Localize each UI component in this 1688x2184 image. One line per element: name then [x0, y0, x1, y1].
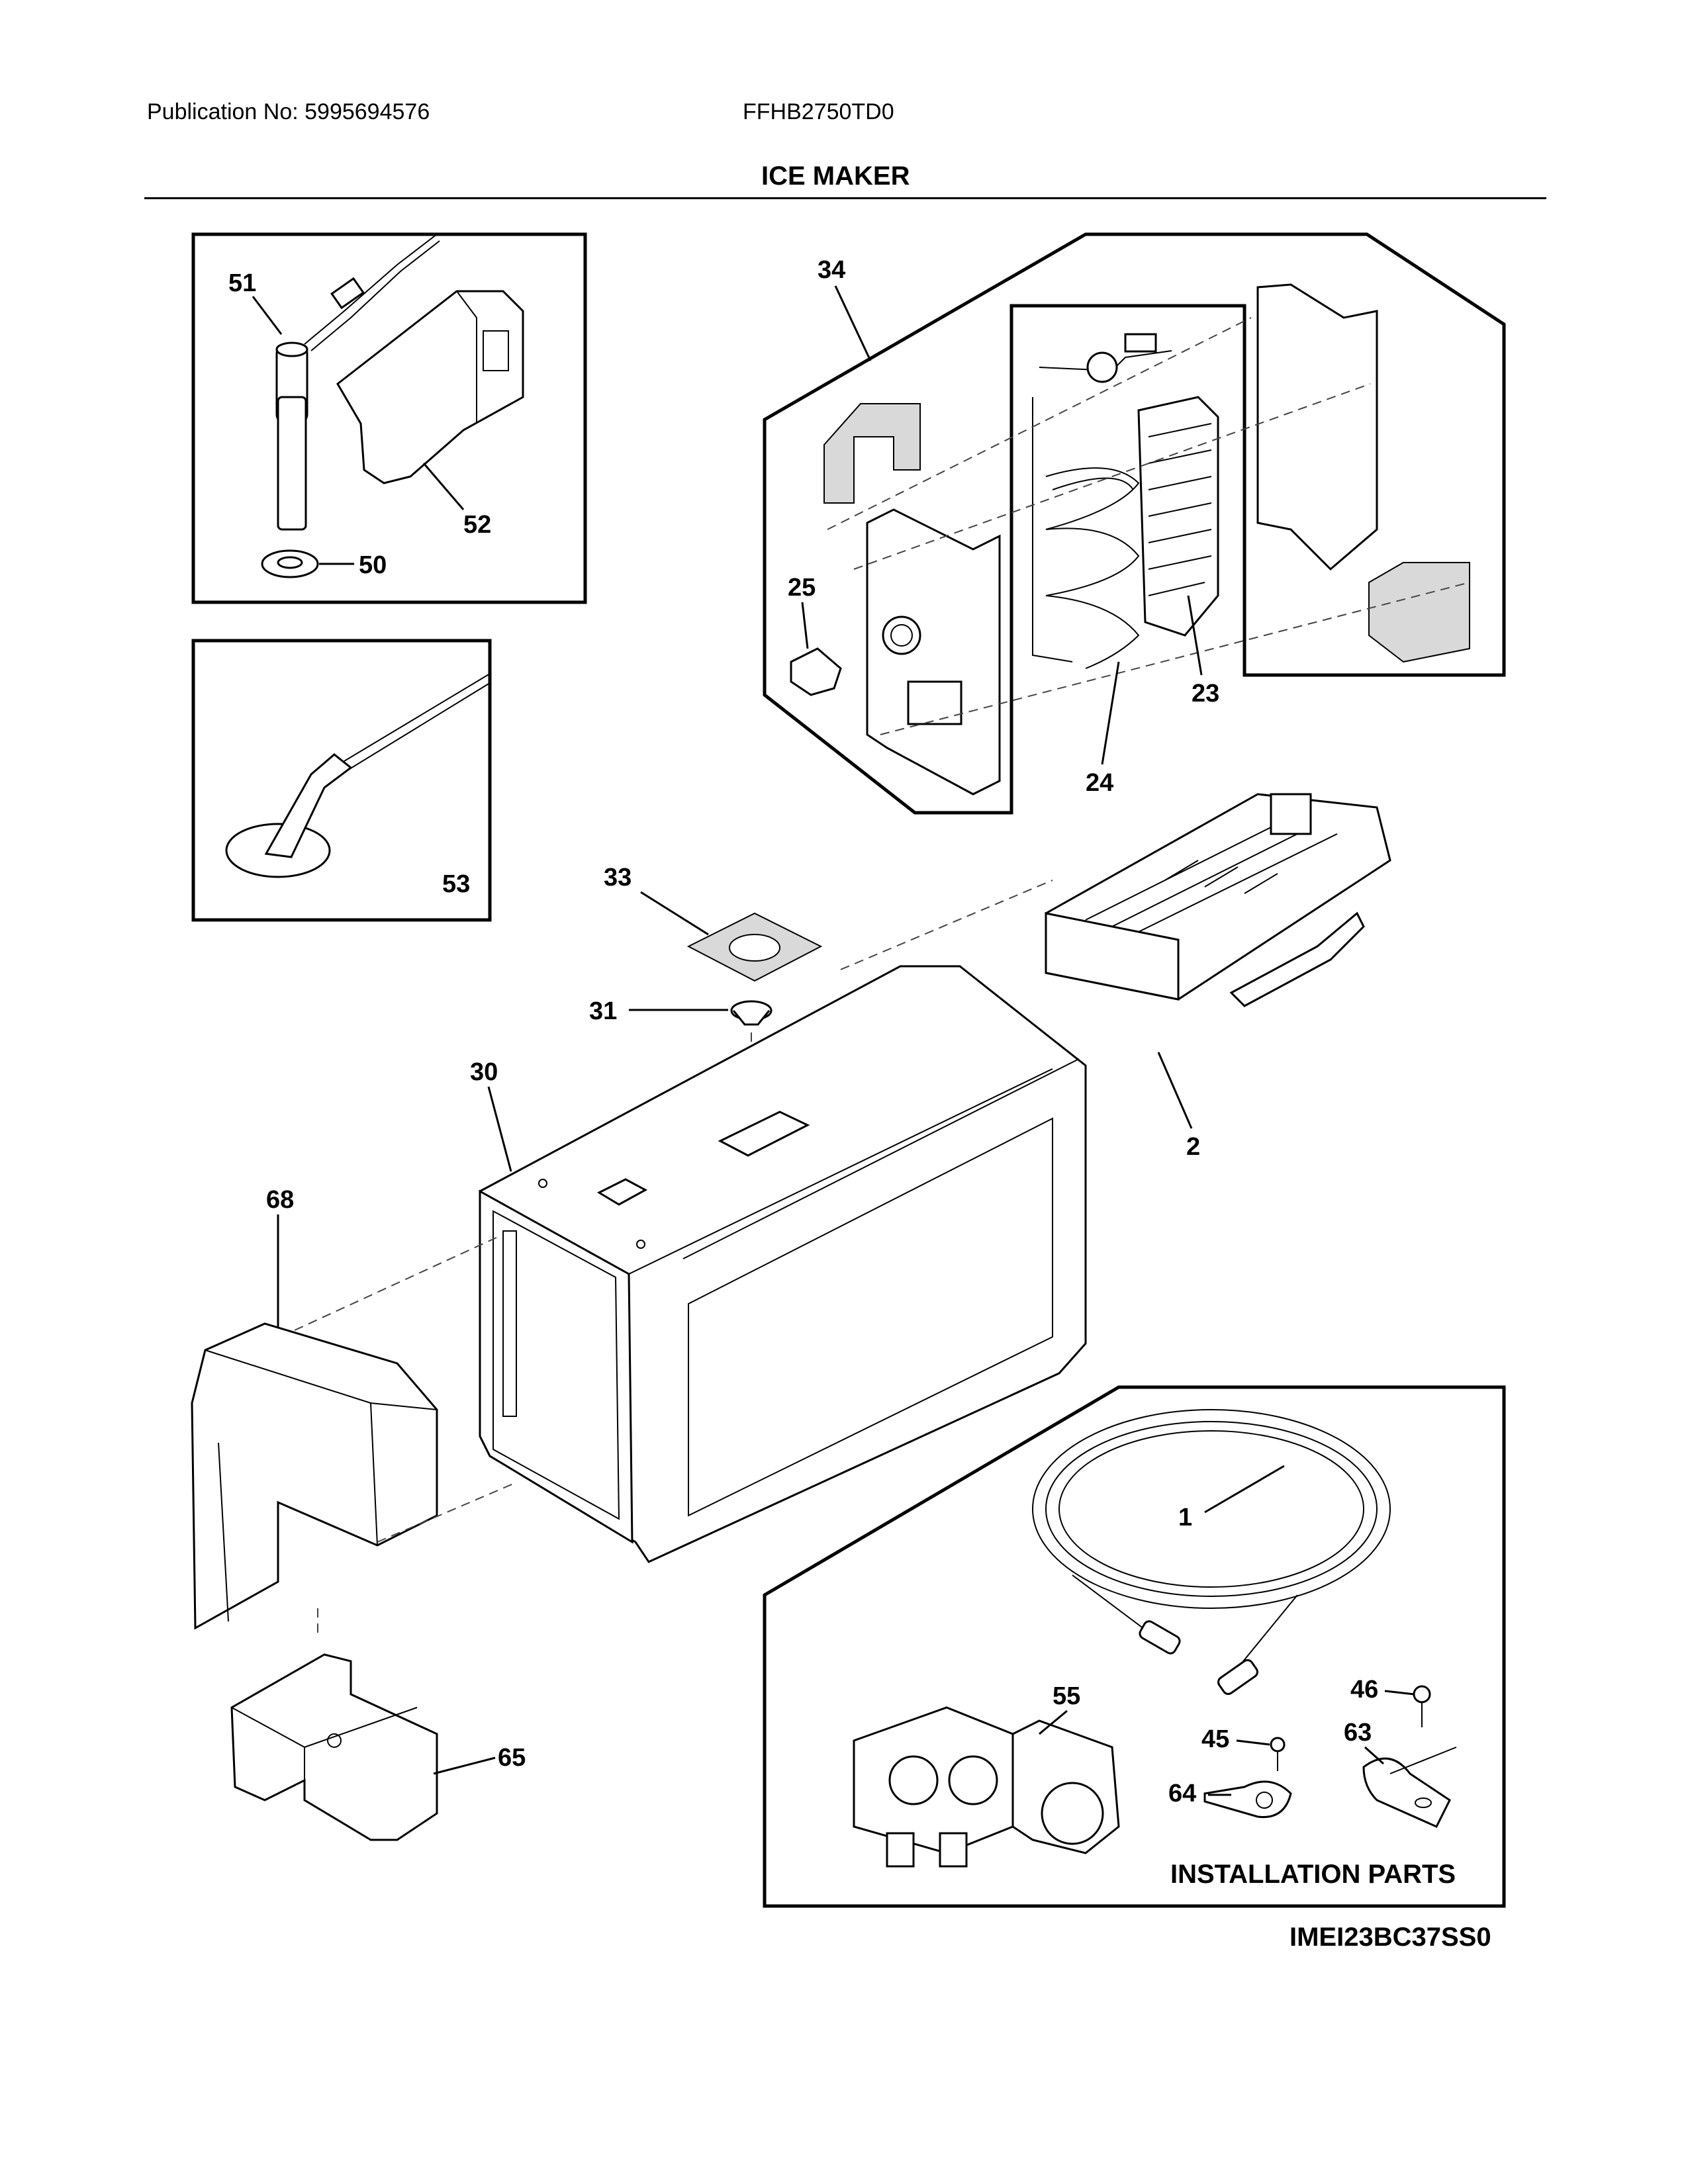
part-65-chute-bin	[230, 1653, 438, 1841]
part-53-drain-tube	[225, 673, 491, 878]
page-title: ICE MAKER	[761, 161, 910, 191]
callout-45: 45	[1201, 1725, 1229, 1753]
installation-parts-label: INSTALLATION PARTS	[1170, 1860, 1456, 1889]
callout-30: 30	[470, 1058, 498, 1086]
part-25-thermistor	[790, 647, 842, 696]
callout-31: 31	[589, 997, 617, 1025]
callout-63: 63	[1344, 1719, 1372, 1747]
part-23-evaporator-coil	[1032, 333, 1219, 669]
callout-34: 34	[818, 256, 845, 284]
part-68-front-cover	[191, 1322, 438, 1630]
part-30-ice-bin-housing	[479, 965, 1087, 1563]
installation-parts-outline	[763, 1385, 1506, 1908]
callout-2: 2	[1186, 1133, 1200, 1161]
inset-box-drain	[191, 639, 492, 922]
publication-number: Publication No: 5995694576	[147, 99, 430, 124]
callout-53: 53	[442, 870, 470, 898]
part-45-screw	[1270, 1737, 1286, 1771]
callout-24: 24	[1086, 769, 1113, 797]
callout-64: 64	[1168, 1780, 1196, 1807]
model-number: FFHB2750TD0	[743, 99, 894, 124]
part-33-gasket	[686, 912, 823, 982]
part-1-water-line-tubing	[1032, 1409, 1391, 1696]
callout-50: 50	[359, 551, 387, 579]
part-34-insulation-left	[823, 403, 921, 504]
part-64-clamp	[1203, 1780, 1292, 1819]
part-51-fill-tube	[275, 234, 440, 531]
callout-1: 1	[1178, 1504, 1192, 1531]
callout-33: 33	[604, 864, 632, 891]
callout-46: 46	[1350, 1676, 1378, 1704]
part-34-insulation-right	[1256, 283, 1470, 663]
inset-box-water-tube	[191, 232, 587, 604]
callout-68: 68	[266, 1186, 294, 1214]
part-50-washer	[261, 549, 319, 578]
callout-51: 51	[228, 269, 256, 297]
callout-52: 52	[463, 511, 491, 539]
part-52-tube-cover	[336, 290, 524, 484]
callout-55: 55	[1053, 1682, 1080, 1710]
part-31-fill-cup	[730, 1000, 773, 1026]
callout-23: 23	[1192, 680, 1219, 707]
figure-code: IMEI23BC37SS0	[1289, 1923, 1491, 1952]
part-46-screw	[1413, 1685, 1431, 1727]
part-2-ice-maker	[1045, 793, 1391, 1007]
header-rule	[144, 197, 1546, 199]
part-34-cover-panel	[866, 508, 1001, 796]
assembly-outline-34	[763, 232, 1506, 815]
callout-65: 65	[498, 1744, 526, 1772]
callout-25: 25	[788, 574, 816, 602]
part-55-water-valve	[853, 1706, 1120, 1868]
